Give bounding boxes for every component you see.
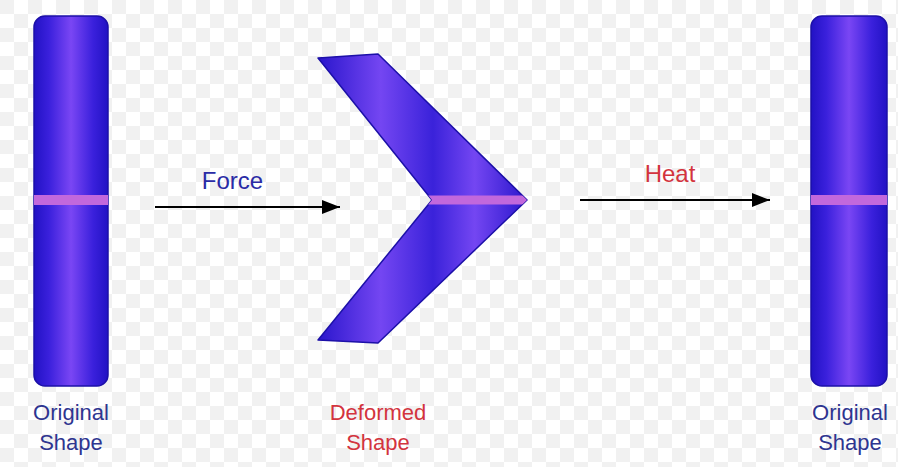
shape-caption: Original Shape [28,398,114,458]
arrow-label: Heat [645,160,696,188]
process-arrow [155,206,340,208]
shape-node: Deformed Shape [340,12,580,464]
bar-body [811,16,887,386]
bar-body [34,16,108,386]
marker-band [34,195,108,205]
process-arrow [580,199,770,201]
shape-caption: Original Shape [806,398,894,458]
arrow-label: Force [202,167,263,195]
shape-node: Original Shape [770,12,893,464]
shape-node: Original Shape [28,12,155,464]
alloy-bar [33,15,109,387]
marker-band [811,195,887,205]
marker-band [426,196,536,205]
deformed-bar [316,52,531,347]
shape-caption: Deformed Shape [312,398,444,458]
alloy-bar [810,15,888,387]
